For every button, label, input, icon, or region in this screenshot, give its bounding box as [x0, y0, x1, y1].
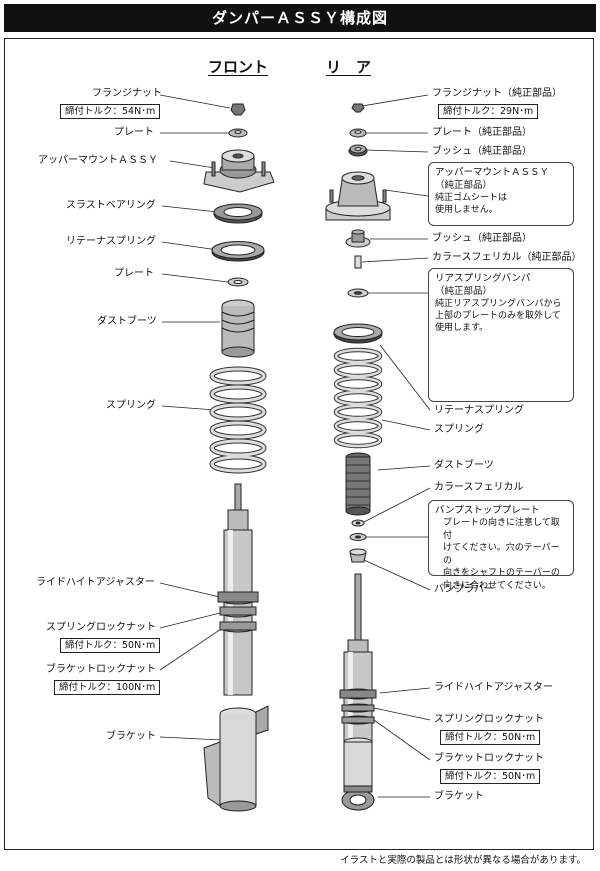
rear-retainer-spring-label: リテーナスプリング: [434, 405, 524, 416]
rear-flange-nut-label: フランジナット（純正部品）: [432, 88, 562, 99]
rear-bump-stop-note: バンプストッププレート プレートの向きに注意して取付 けてください。穴のテーパー…: [428, 500, 574, 591]
rear-heading: リ ア: [326, 58, 372, 76]
front-upper-mount-label: アッパーマウントＡＳＳＹ: [38, 155, 158, 166]
front-bracket-lock-nut-torque: 締付トルク：100N･m: [54, 680, 161, 695]
rear-upper-mount-note-title: アッパーマウントＡＳＳＹ: [435, 167, 550, 178]
rear-upper-mount-note: アッパーマウントＡＳＳＹ （純正部品） 純正ゴムシートは 使用しません。: [428, 162, 574, 226]
leader-lines: [159, 94, 431, 798]
rear-spring-label: スプリング: [434, 424, 484, 435]
rear-spring-lock-nut-label: スプリングロックナット: [434, 714, 544, 725]
front-dust-boot-label: ダストブーツ: [97, 316, 157, 327]
rear-bracket-lock-nut-torque: 締付トルク：50N･m: [440, 769, 541, 784]
rear-collar-spherical-top-label: カラースフェリカル（純正部品）: [432, 252, 582, 263]
rear-collar-spherical-label: カラースフェリカル: [434, 482, 524, 493]
diagram-frame: [4, 38, 594, 850]
front-bracket-label: ブラケット: [106, 731, 156, 742]
rear-bump-stop-note-title: バンプストッププレート: [435, 505, 540, 516]
front-spring-lock-nut-torque: 締付トルク：50N･m: [60, 638, 161, 653]
front-flange-nut-label: フランジナット: [92, 88, 162, 99]
rear-plate-label: プレート（純正部品）: [432, 127, 532, 138]
rear-spring-lock-nut-torque: 締付トルク：50N･m: [440, 730, 541, 745]
rear-dust-boot-label: ダストブーツ: [434, 460, 494, 471]
rear-assembly: [325, 103, 391, 811]
front-heading: フロント: [208, 58, 269, 76]
rear-bump-rubber-label: バンプラバー: [434, 584, 495, 595]
front-spring-label: スプリング: [106, 400, 156, 411]
front-bracket-lock-nut-label: ブラケットロックナット: [46, 664, 156, 675]
front-plate-mid-label: プレート: [114, 268, 154, 279]
rear-bracket-lock-nut-label: ブラケットロックナット: [434, 753, 544, 764]
rear-flange-nut-torque: 締付トルク：29N･m: [438, 104, 539, 119]
front-assembly: [203, 103, 275, 812]
rear-bracket-label: ブラケット: [434, 791, 484, 802]
front-ride-height-adjuster-label: ライドハイトアジャスター: [36, 577, 155, 588]
rear-bump-rubber-note: リアスプリングバンパ （純正部品） 純正リアスプリングバンパから 上部のプレート…: [428, 268, 574, 402]
rear-bush-mid-label: ブッシュ（純正部品）: [432, 233, 532, 244]
page-title: ダンパーＡＳＳＹ構成図: [4, 4, 596, 32]
front-plate-label: プレート: [114, 127, 154, 138]
rear-upper-mount-note-sub: （純正部品）: [435, 180, 493, 191]
front-flange-nut-torque: 締付トルク：54N･m: [60, 104, 161, 119]
rear-bump-rubber-note-body: 純正リアスプリングバンパから 上部のプレートのみを取外して 使用します。: [435, 299, 562, 333]
rear-bump-rubber-note-sub: （純正部品）: [435, 286, 493, 297]
rear-bump-rubber-note-title: リアスプリングバンパ: [435, 273, 531, 284]
footer-note: イラストと実際の製品とは形状が異なる場合があります。: [340, 855, 586, 866]
rear-bump-stop-note-body: プレートの向きに注意して取付 けてください。穴のテーパーの 向きをシャフトのテー…: [443, 518, 560, 591]
front-thrust-bearing-label: スラストベアリング: [66, 200, 156, 211]
rear-ride-height-adjuster-label: ライドハイトアジャスター: [434, 682, 553, 693]
rear-bush-top-label: ブッシュ（純正部品）: [432, 146, 532, 157]
front-spring-lock-nut-label: スプリングロックナット: [46, 622, 156, 633]
rear-upper-mount-note-body: 純正ゴムシートは 使用しません。: [435, 193, 508, 215]
front-retainer-spring-label: リテーナスプリング: [66, 236, 156, 247]
